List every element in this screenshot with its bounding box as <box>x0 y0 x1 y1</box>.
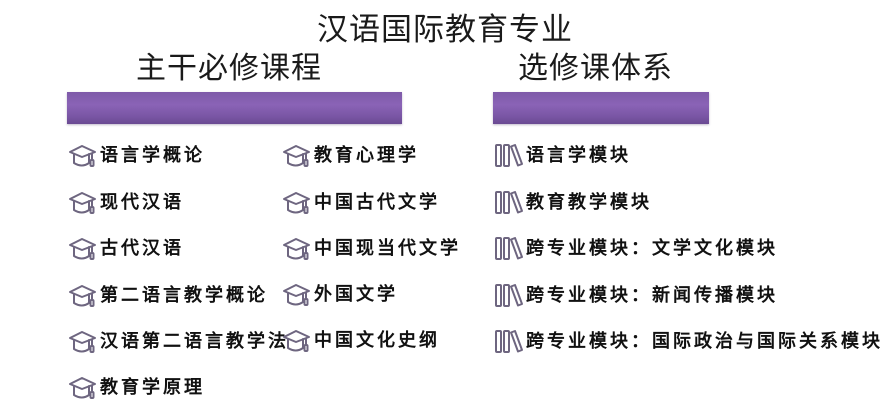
books-icon <box>494 190 526 216</box>
books-icon <box>494 143 526 169</box>
module-label: 教育教学模块 <box>526 192 652 213</box>
elective-courses-heading: 选修课体系 <box>518 51 673 86</box>
books-icon <box>494 236 526 262</box>
course-label: 中国现当代文学 <box>314 238 461 259</box>
required-course-item: 第二语言教学概论 <box>68 282 268 310</box>
course-label: 教育学原理 <box>100 377 205 398</box>
module-label: 跨专业模块：新闻传播模块 <box>526 285 778 306</box>
course-label: 中国古代文学 <box>314 192 440 213</box>
graduation-cap-icon <box>282 236 314 262</box>
graduation-cap-icon <box>68 283 100 309</box>
graduation-cap-icon <box>282 190 314 216</box>
page-title: 汉语国际教育专业 <box>317 12 573 48</box>
module-label: 跨专业模块：文学文化模块 <box>526 238 778 259</box>
required-course-item: 中国文化史纲 <box>282 327 440 355</box>
graduation-cap-icon <box>282 282 314 308</box>
course-label: 第二语言教学概论 <box>100 285 268 306</box>
required-course-item: 语言学概论 <box>68 142 205 170</box>
course-label: 教育心理学 <box>314 145 419 166</box>
elective-module-item: 语言学模块 <box>494 142 631 170</box>
required-courses-bar <box>67 92 402 124</box>
course-label: 语言学概论 <box>100 145 205 166</box>
module-label: 跨专业模块：国际政治与国际关系模块 <box>526 331 883 352</box>
course-label: 汉语第二语言教学法 <box>100 331 289 352</box>
course-label: 外国文学 <box>314 284 398 305</box>
elective-module-item: 跨专业模块：文学文化模块 <box>494 235 778 263</box>
books-icon <box>494 283 526 309</box>
graduation-cap-icon <box>68 329 100 355</box>
elective-module-item: 跨专业模块：新闻传播模块 <box>494 282 778 310</box>
required-course-item: 中国古代文学 <box>282 189 440 217</box>
required-course-item: 古代汉语 <box>68 235 184 263</box>
required-course-item: 教育学原理 <box>68 374 205 402</box>
elective-courses-bar <box>493 92 709 124</box>
graduation-cap-icon <box>282 143 314 169</box>
required-course-item: 外国文学 <box>282 281 398 309</box>
course-label: 现代汉语 <box>100 192 184 213</box>
course-label: 古代汉语 <box>100 238 184 259</box>
books-icon <box>494 329 526 355</box>
graduation-cap-icon <box>282 328 314 354</box>
course-label: 中国文化史纲 <box>314 330 440 351</box>
elective-module-item: 教育教学模块 <box>494 189 652 217</box>
required-course-item: 中国现当代文学 <box>282 235 461 263</box>
module-label: 语言学模块 <box>526 145 631 166</box>
graduation-cap-icon <box>68 143 100 169</box>
elective-module-item: 跨专业模块：国际政治与国际关系模块 <box>494 328 883 356</box>
graduation-cap-icon <box>68 190 100 216</box>
required-courses-heading: 主干必修课程 <box>136 51 322 86</box>
required-course-item: 汉语第二语言教学法 <box>68 328 289 356</box>
graduation-cap-icon <box>68 375 100 401</box>
required-course-item: 现代汉语 <box>68 189 184 217</box>
graduation-cap-icon <box>68 236 100 262</box>
required-course-item: 教育心理学 <box>282 142 419 170</box>
